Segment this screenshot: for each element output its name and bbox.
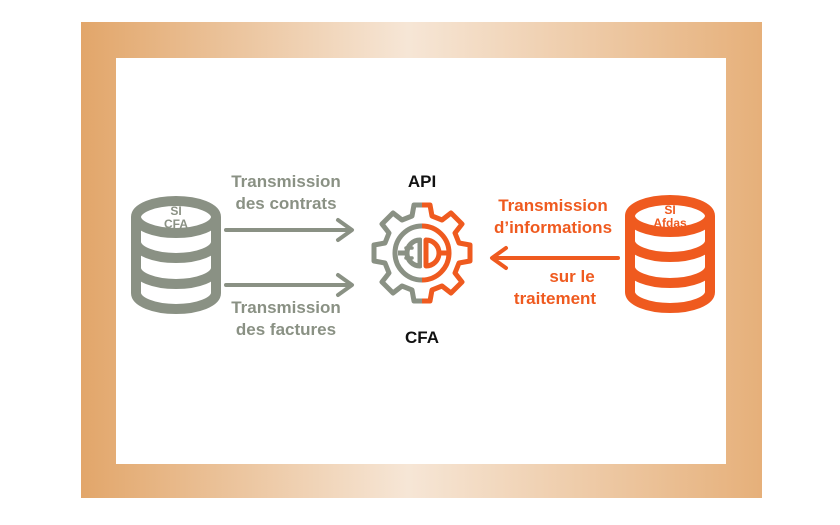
api-cfa-label: CFA <box>405 328 439 347</box>
plug-gear-icon <box>371 202 473 304</box>
arrow-contrats-label-line2: des contrats <box>235 194 336 213</box>
arrow-informations-label-line1: Transmission <box>498 196 608 215</box>
arrow-informations-label-line2: d’informations <box>494 218 612 237</box>
arrow-informations-label-line4: traitement <box>514 289 597 308</box>
arrow-contrats-label-line1: Transmission <box>231 172 341 191</box>
si-cfa-label-line1: SI <box>170 204 181 218</box>
si-afdas-label-line1: SI <box>664 203 675 217</box>
arrow-factures <box>224 273 354 297</box>
arrow-informations <box>490 246 620 270</box>
arrow-contrats <box>224 218 354 242</box>
arrow-factures-label-line1: Transmission <box>231 298 341 317</box>
arrow-informations-label-line3: sur le <box>549 267 594 286</box>
si-afdas-label-line2: Afdas <box>653 216 687 230</box>
si-afdas-database-icon <box>625 195 715 313</box>
arrow-factures-label-line2: des factures <box>236 320 336 339</box>
si-cfa-database-icon <box>131 196 221 314</box>
api-label: API <box>408 172 436 191</box>
si-cfa-label-line2: CFA <box>164 217 188 231</box>
